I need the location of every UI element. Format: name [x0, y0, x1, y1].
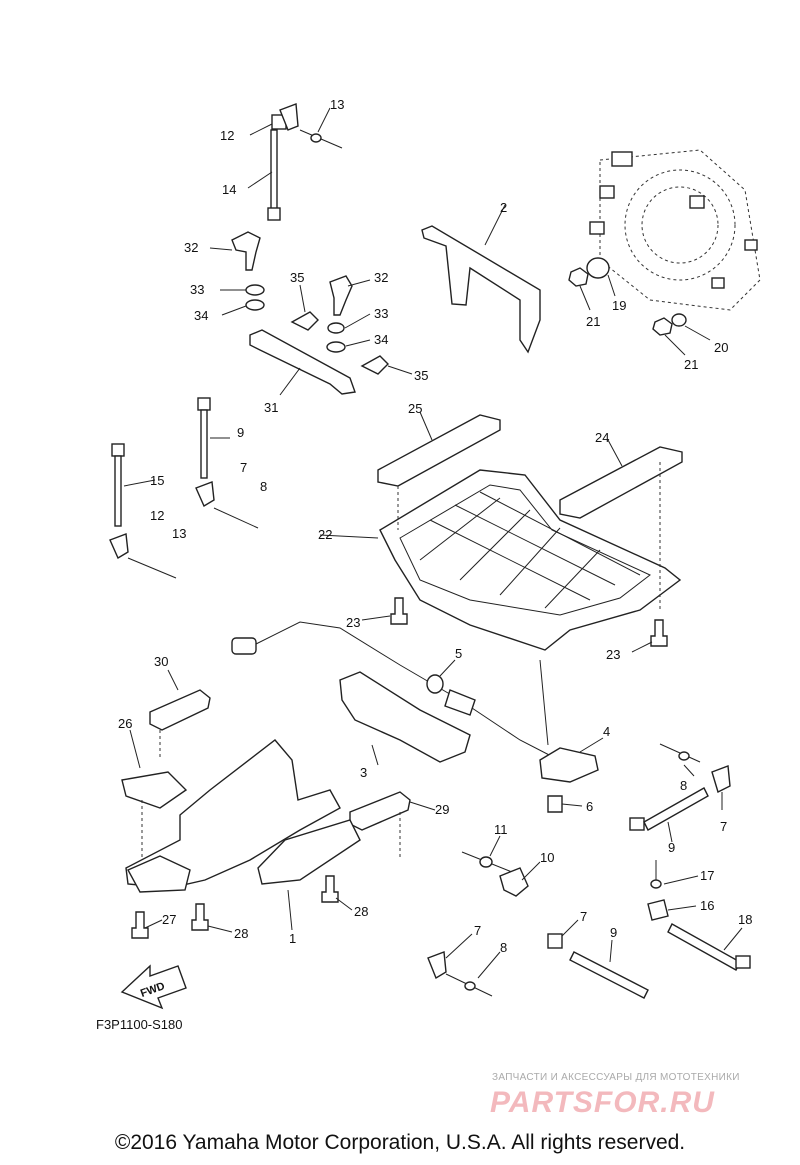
callout-1: 1 [289, 931, 296, 946]
callout-35-b: 35 [414, 368, 428, 383]
callout-32-a: 32 [184, 240, 198, 255]
callout-35-a: 35 [290, 270, 304, 285]
callout-15: 15 [150, 473, 164, 488]
part-1-hull [125, 739, 361, 931]
part-2-bracket [421, 225, 541, 354]
callout-32-b: 32 [374, 270, 388, 285]
callout-28-b: 28 [354, 904, 368, 919]
callout-3: 3 [360, 765, 367, 780]
callout-13-b: 13 [172, 526, 186, 541]
callout-17: 17 [700, 868, 714, 883]
engine-housing [589, 149, 761, 311]
callout-23-b: 23 [606, 647, 620, 662]
callout-10: 10 [540, 850, 554, 865]
callout-12-a: 12 [220, 128, 234, 143]
callout-33-a: 33 [190, 282, 204, 297]
callout-9-b: 9 [668, 840, 675, 855]
part-29-mount [349, 791, 411, 831]
callout-18: 18 [738, 912, 752, 927]
callout-20: 20 [714, 340, 728, 355]
part-28-bolt-2 [321, 875, 339, 903]
part-26-mount [121, 771, 188, 809]
hardware-group-right [629, 743, 731, 843]
hardware-group-lower-right [647, 860, 751, 971]
callout-25: 25 [408, 401, 422, 416]
part-6-bolt [547, 795, 563, 813]
copyright-notice: ©2016 Yamaha Motor Corporation, U.S.A. A… [114, 1131, 686, 1154]
part-24-rail [559, 446, 683, 519]
callout-16: 16 [700, 898, 714, 913]
part-23-bolt-2 [650, 619, 668, 647]
callout-22: 22 [318, 527, 332, 542]
callout-9-c: 9 [610, 925, 617, 940]
part-22-grate [319, 469, 682, 651]
callout-34-b: 34 [374, 332, 388, 347]
part-10-clip [461, 835, 541, 897]
part-30-mount [149, 689, 211, 731]
callout-7-c: 7 [474, 923, 481, 938]
callout-7-b: 7 [720, 819, 727, 834]
callout-8-a: 8 [260, 479, 267, 494]
exploded-parts-diagram: FWD 1 2 3 4 5 6 7 7 7 7 8 8 8 9 9 9 10 1… [109, 97, 761, 1010]
callout-13-a: 13 [330, 97, 344, 112]
part-23-bolt [390, 597, 408, 625]
callout-19: 19 [612, 298, 626, 313]
callout-33-b: 33 [374, 306, 388, 321]
part-20-washer [671, 313, 687, 327]
callout-7-d: 7 [580, 909, 587, 924]
watermark-tagline: ЗАПЧАСТИ И АКСЕССУАРЫ ДЛЯ МОТОТЕХНИКИ [492, 1072, 740, 1083]
part-25-rail [377, 414, 501, 487]
callout-24: 24 [595, 430, 609, 445]
part-27-bolt [131, 911, 149, 939]
callout-8-b: 8 [680, 778, 687, 793]
part-28-bolt [191, 903, 209, 931]
part-5-cable [231, 621, 556, 759]
part-21-nut-2 [652, 317, 673, 336]
cable-tie-group-left [109, 397, 259, 579]
callout-5: 5 [455, 646, 462, 661]
callout-6: 6 [586, 799, 593, 814]
callout-9-a: 9 [237, 425, 244, 440]
callout-7-a: 7 [240, 460, 247, 475]
callout-11: 11 [494, 822, 508, 837]
part-31-bracket-assembly [209, 231, 413, 396]
cable-tie-group-bottom [427, 919, 649, 999]
callout-31: 31 [264, 400, 278, 415]
part-21-nut [568, 267, 589, 287]
callout-26: 26 [118, 716, 132, 731]
callout-30: 30 [154, 654, 168, 669]
callout-2: 2 [500, 200, 507, 215]
callout-12-b: 12 [150, 508, 164, 523]
diagram-reference-code: F3P1100-S180 [96, 1017, 183, 1032]
fwd-arrow: FWD [120, 964, 187, 1010]
callout-27: 27 [162, 912, 176, 927]
cable-tie-group-top [247, 103, 343, 221]
part-4-bracket [539, 747, 599, 783]
callout-23-a: 23 [346, 615, 360, 630]
callout-14: 14 [222, 182, 236, 197]
part-3-pad [339, 671, 471, 763]
callout-28-a: 28 [234, 926, 248, 941]
callout-21-a: 21 [586, 314, 600, 329]
callout-21-b: 21 [684, 357, 698, 372]
callout-4: 4 [603, 724, 610, 739]
callout-29: 29 [435, 802, 449, 817]
watermark-brand: PARTSFOR.RU [490, 1086, 715, 1119]
part-19-mount [586, 257, 610, 279]
callout-34-a: 34 [194, 308, 208, 323]
callout-8-c: 8 [500, 940, 507, 955]
